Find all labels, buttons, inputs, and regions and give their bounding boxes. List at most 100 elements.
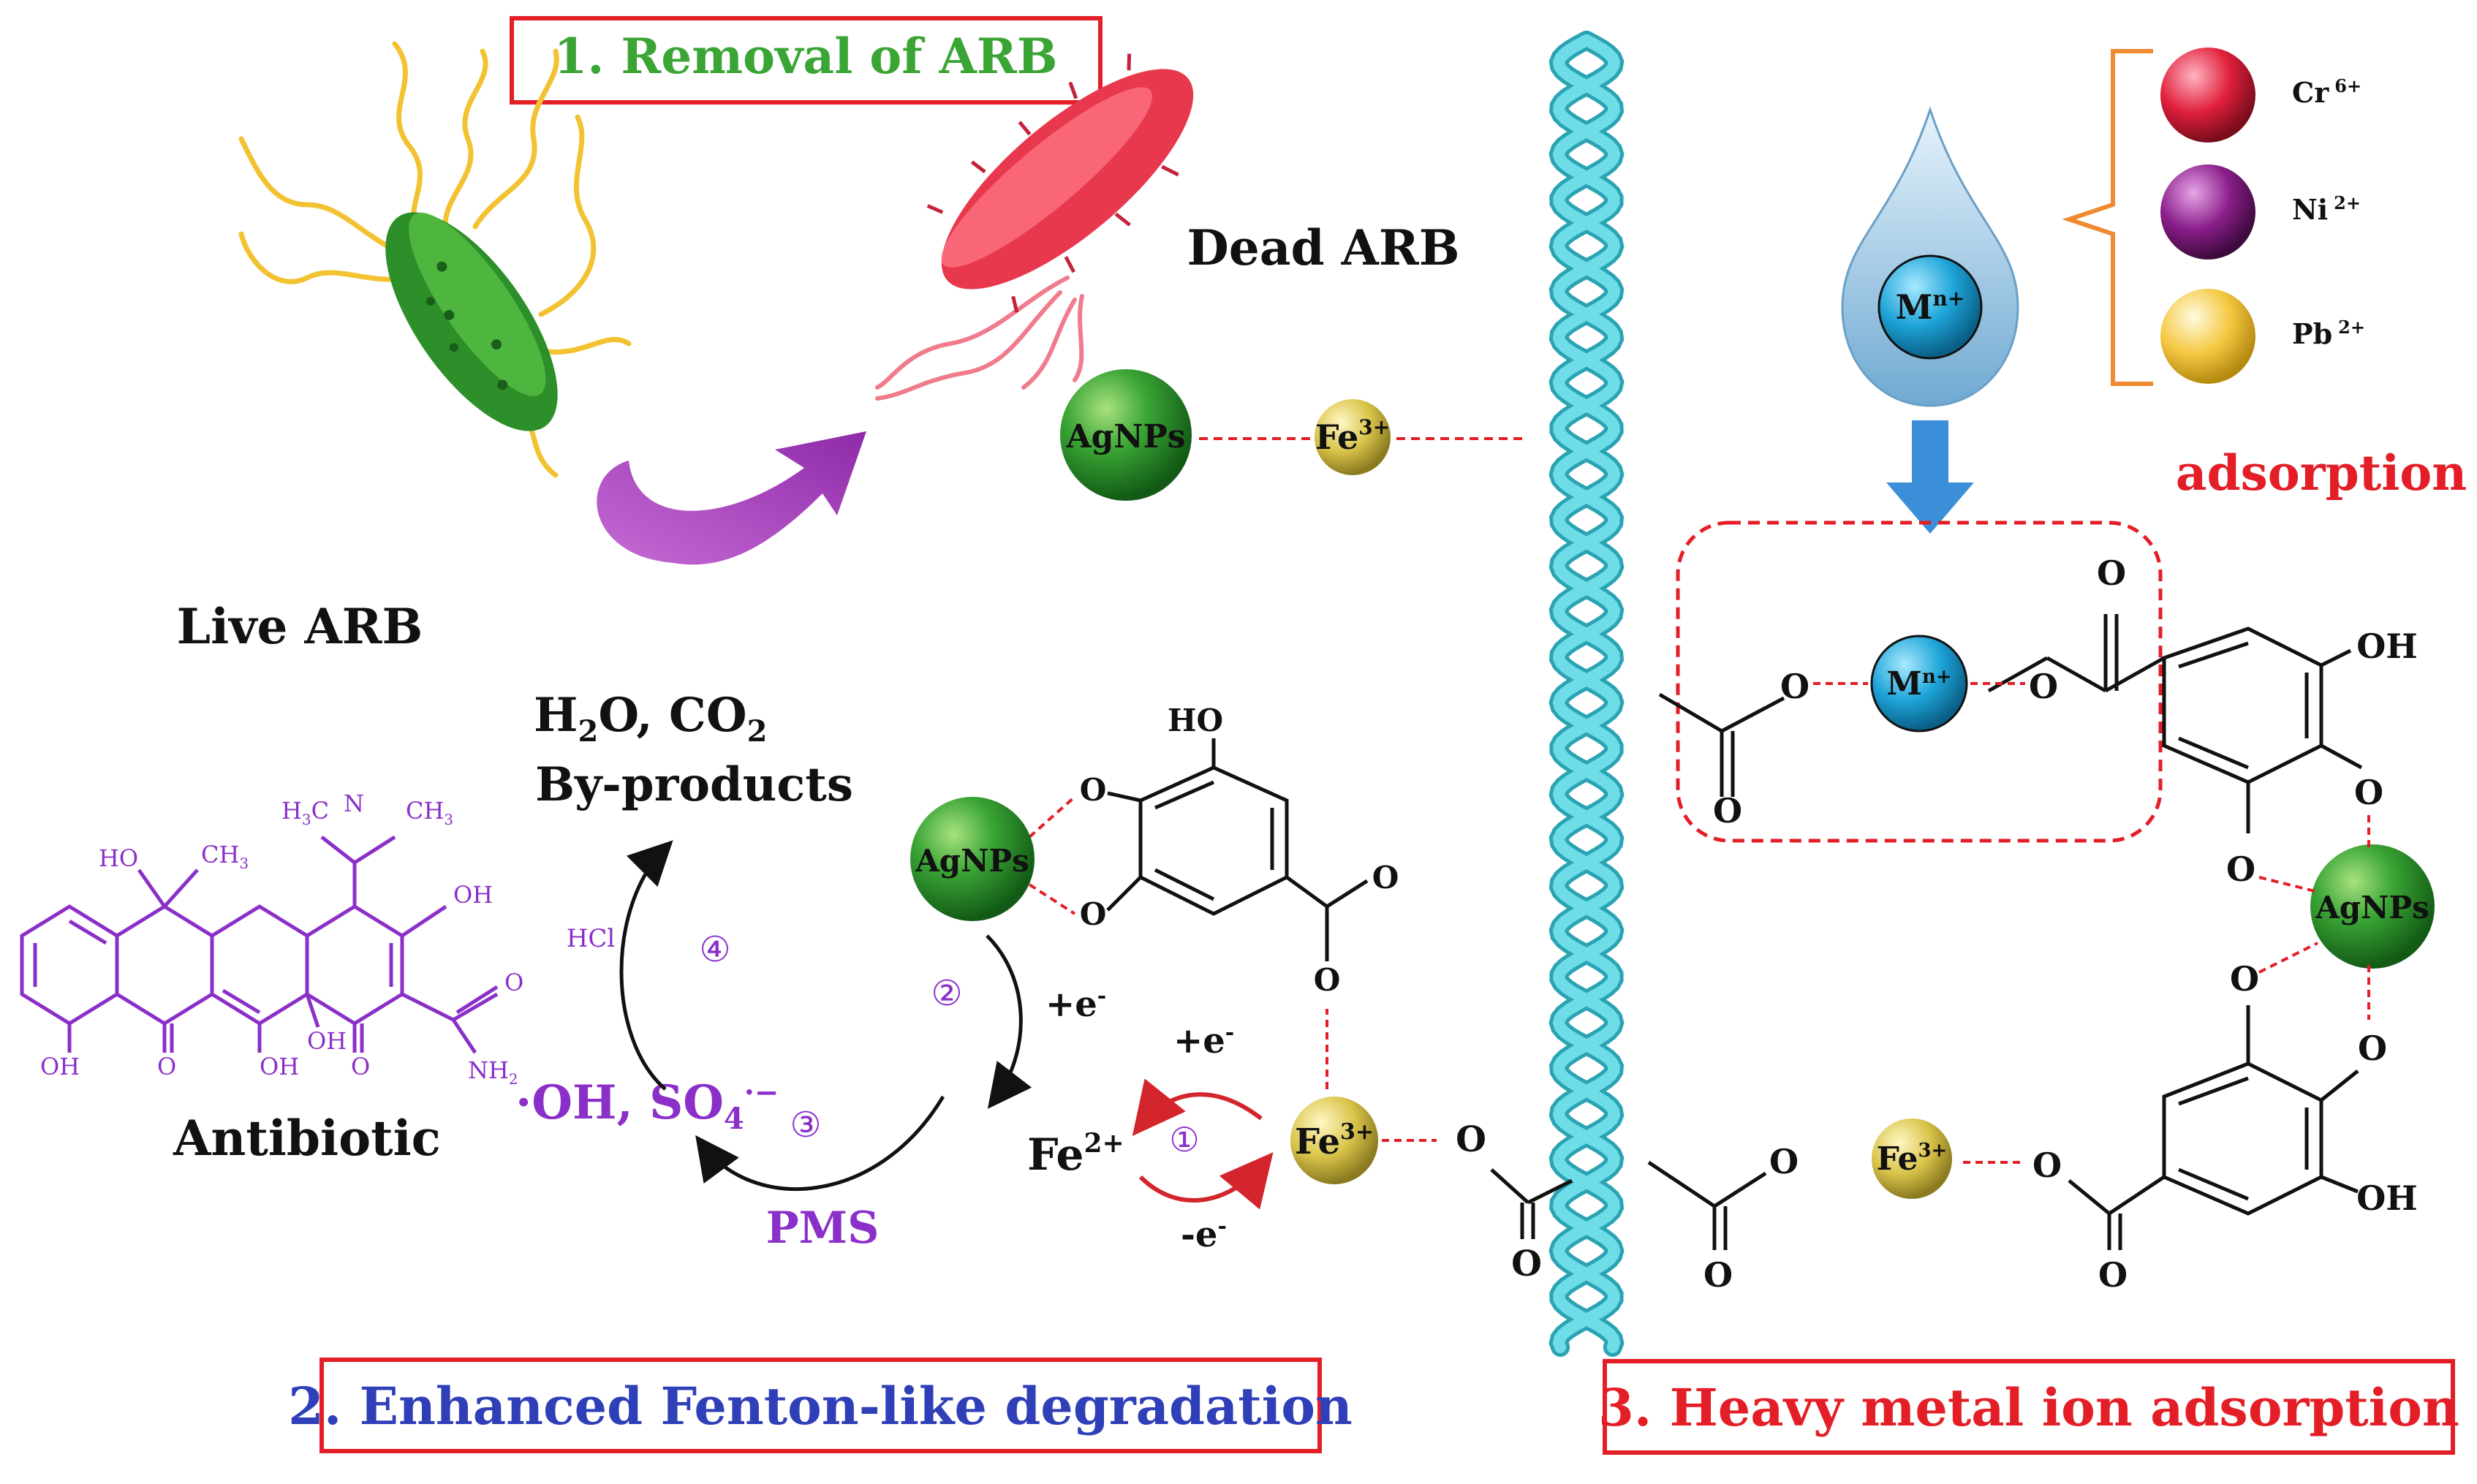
svg-text:Mn+: Mn+ — [1886, 665, 1951, 703]
oh-group: OH — [2356, 1178, 2418, 1218]
kill-arrow-icon — [597, 431, 866, 565]
o-atom: O — [1080, 896, 1107, 932]
adsorption-site-box — [1676, 520, 2163, 843]
ho-group: HO — [1168, 703, 1223, 738]
svg-text:O: O — [504, 969, 523, 996]
svg-text:Pb2+: Pb2+ — [2292, 317, 2365, 350]
oh-group: OH — [2356, 626, 2418, 666]
o-atom: O — [2098, 1255, 2128, 1295]
o-atom: O — [2354, 773, 2383, 812]
svg-text:Mn+: Mn+ — [1896, 287, 1965, 327]
o-atom: O — [2358, 1029, 2387, 1068]
antibiotic-structure — [20, 835, 499, 1054]
ion-list-brace — [2062, 49, 2153, 386]
step-2-marker: ② — [931, 973, 962, 1014]
byproducts-label: By-products — [535, 757, 853, 812]
o-atom: O — [2226, 849, 2255, 889]
dead-bacterium-icon — [875, 53, 1194, 401]
o-atom: O — [1780, 667, 1809, 706]
svg-text:OH: OH — [307, 1027, 347, 1055]
ag-coordination-bonds — [1028, 795, 1076, 915]
minus-electron-label: -e- — [1181, 1214, 1227, 1255]
hcl-label: HCl — [567, 924, 616, 953]
antibiotic-atoms: HO CH3 H3C N CH3 OH O NH2 OH O OH OH O — [40, 790, 523, 1088]
svg-text:H3C: H3C — [281, 797, 329, 828]
ag-coordination-bonds — [2258, 815, 2370, 1020]
agnps-particle-top: AgNPs — [1060, 369, 1192, 501]
fe3-particle-top: Fe3+ — [1315, 399, 1391, 475]
adsorption-label: adsorption — [2176, 444, 2467, 501]
svg-text:Fe3+: Fe3+ — [1295, 1119, 1374, 1162]
o-atom: O — [1703, 1255, 1733, 1295]
radicals-label: ·OH, SO4·− — [515, 1075, 779, 1136]
fe3-particle-center: Fe3+ — [1290, 1097, 1378, 1184]
svg-text:2. Enhanced Fenton-like degrad: 2. Enhanced Fenton-like degradation — [288, 1376, 1353, 1436]
svg-text:AgNPs: AgNPs — [1066, 418, 1186, 455]
degradation-cycle — [619, 840, 1032, 1191]
carboxyl-bridge-top — [1658, 614, 2166, 797]
dead-arb-label: Dead ARB — [1187, 219, 1460, 276]
metal-droplet-icon: Mn+ — [1841, 106, 2019, 407]
o-atom: O — [2029, 667, 2058, 706]
svg-text:N: N — [344, 790, 364, 817]
panel-3-title: 3. Heavy metal ion adsorption — [1598, 1359, 2459, 1455]
gallate-ring-middle — [1106, 738, 1369, 961]
svg-text:OH: OH — [453, 881, 493, 909]
o-atom: O — [1080, 772, 1107, 808]
panel-2-title: 2. Enhanced Fenton-like degradation — [288, 1358, 1353, 1453]
svg-text:OH: OH — [260, 1053, 299, 1080]
svg-text:Cr6+: Cr6+ — [2292, 75, 2361, 109]
svg-text:Fe3+: Fe3+ — [1315, 415, 1390, 457]
gallate-ring-upper — [2162, 626, 2363, 833]
o-atom: O — [2230, 959, 2259, 999]
o-atom: O — [1372, 860, 1399, 896]
svg-text:NH2: NH2 — [468, 1056, 518, 1088]
o-atom: O — [1769, 1142, 1799, 1181]
cellulose-fiber-helix — [1548, 31, 1625, 1357]
fe2-label: Fe2+ — [1027, 1128, 1124, 1181]
helix-strand — [1552, 34, 1621, 1353]
o-atom: O — [1511, 1243, 1542, 1284]
svg-text:AgNPs: AgNPs — [915, 843, 1029, 879]
o-atom: O — [2097, 553, 2126, 593]
step-1-marker: ① — [1169, 1120, 1199, 1159]
panel-1-title: 1. Removal of ARB — [510, 16, 1103, 105]
svg-text:AgNPs: AgNPs — [2315, 890, 2429, 925]
svg-text:CH3: CH3 — [406, 797, 453, 828]
svg-text:3. Heavy metal ion adsorption: 3. Heavy metal ion adsorption — [1598, 1377, 2459, 1438]
pms-label: PMS — [766, 1203, 880, 1254]
down-arrow-icon — [1886, 420, 1974, 534]
svg-text:OH: OH — [40, 1053, 80, 1080]
o-atom: O — [1456, 1119, 1486, 1160]
agnps-particle-right: AgNPs — [2310, 844, 2435, 969]
o-atom: O — [1314, 962, 1341, 998]
o-atom: O — [2032, 1146, 2062, 1185]
redox-arrows — [1132, 1078, 1274, 1210]
helix-strand — [1552, 34, 1621, 1353]
antibiotic-label: Antibiotic — [173, 1110, 441, 1167]
svg-text:HO: HO — [99, 844, 138, 872]
svg-text:O: O — [157, 1053, 176, 1080]
svg-text:1. Removal of ARB: 1. Removal of ARB — [554, 28, 1058, 85]
live-bacterium-icon — [238, 41, 632, 478]
step-3-marker: ③ — [790, 1105, 821, 1146]
svg-text:CH3: CH3 — [201, 841, 249, 872]
svg-text:Fe3+: Fe3+ — [1877, 1140, 1948, 1178]
plus-electron-label: +e- — [1173, 1020, 1234, 1061]
svg-text:O: O — [351, 1053, 370, 1080]
step-4-marker: ④ — [699, 929, 730, 970]
carboxyl-bridge-left — [1490, 1168, 1573, 1239]
live-arb-label: Live ARB — [177, 598, 423, 655]
agnps-particle-middle: AgNPs — [910, 797, 1035, 921]
carboxyl-bridge-lower — [1647, 1160, 1767, 1250]
plus-electron-label: +e- — [1045, 983, 1106, 1025]
products-formula: H2O, CO2 — [534, 688, 767, 749]
gallate-ring-lower — [2068, 1005, 2359, 1250]
mn-ion-bound: Mn+ — [1870, 635, 1968, 732]
o-atom: O — [1713, 791, 1742, 830]
